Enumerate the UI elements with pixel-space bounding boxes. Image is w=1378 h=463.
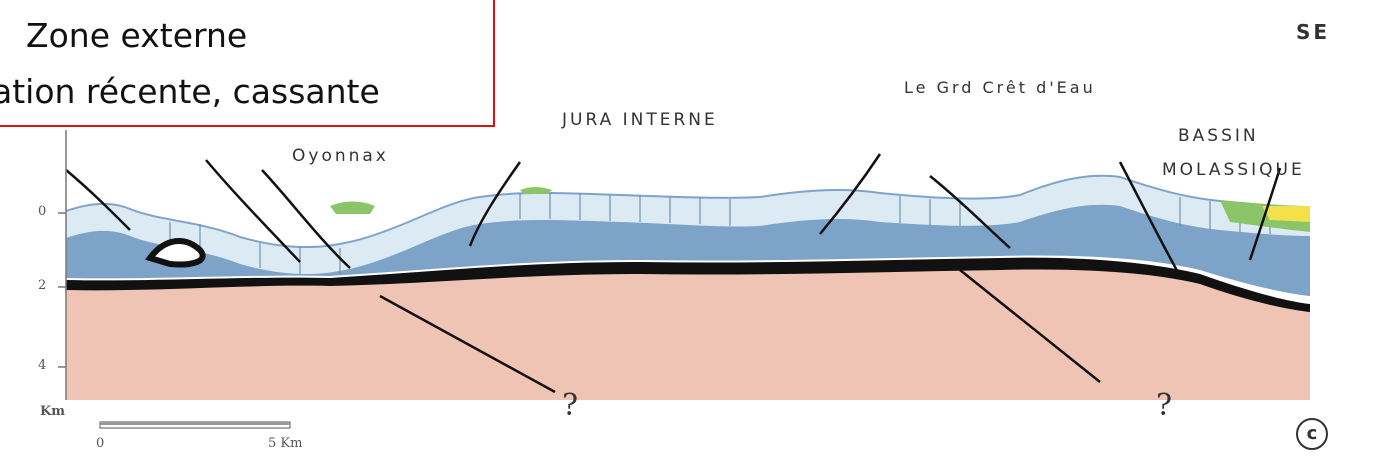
- label-jura-interne: JURA INTERNE: [562, 110, 718, 130]
- scale-bar: [100, 422, 290, 428]
- unknown-fault-1: ?: [562, 388, 578, 423]
- orientation-se: SE: [1296, 20, 1330, 44]
- callout-line-1: Zone externe: [26, 16, 247, 55]
- crystalline-basement: [66, 268, 1310, 400]
- depth-tick-0: 0: [38, 204, 46, 219]
- depth-tick-2: 2: [38, 278, 46, 293]
- unknown-fault-2: ?: [1156, 388, 1172, 423]
- molasse-syncline-oyonnax: [330, 202, 375, 215]
- callout-line-2: ation récente, cassante: [0, 72, 380, 111]
- label-grd-cret: Le Grd Crêt d'Eau: [904, 78, 1096, 97]
- label-oyonnax: Oyonnax: [292, 146, 389, 166]
- molasse-jura-interne: [520, 187, 552, 194]
- scale-end: 5 Km: [268, 436, 302, 451]
- depth-unit: Km: [40, 404, 65, 419]
- copyright-mark: c: [1296, 418, 1328, 450]
- label-bassin: BASSIN: [1178, 126, 1259, 146]
- depth-axis: [58, 130, 66, 400]
- scale-start: 0: [96, 436, 104, 451]
- label-molassique: MOLASSIQUE: [1162, 160, 1305, 180]
- zone-callout: Zone externe ation récente, cassante: [0, 0, 495, 127]
- depth-tick-4: 4: [38, 358, 46, 373]
